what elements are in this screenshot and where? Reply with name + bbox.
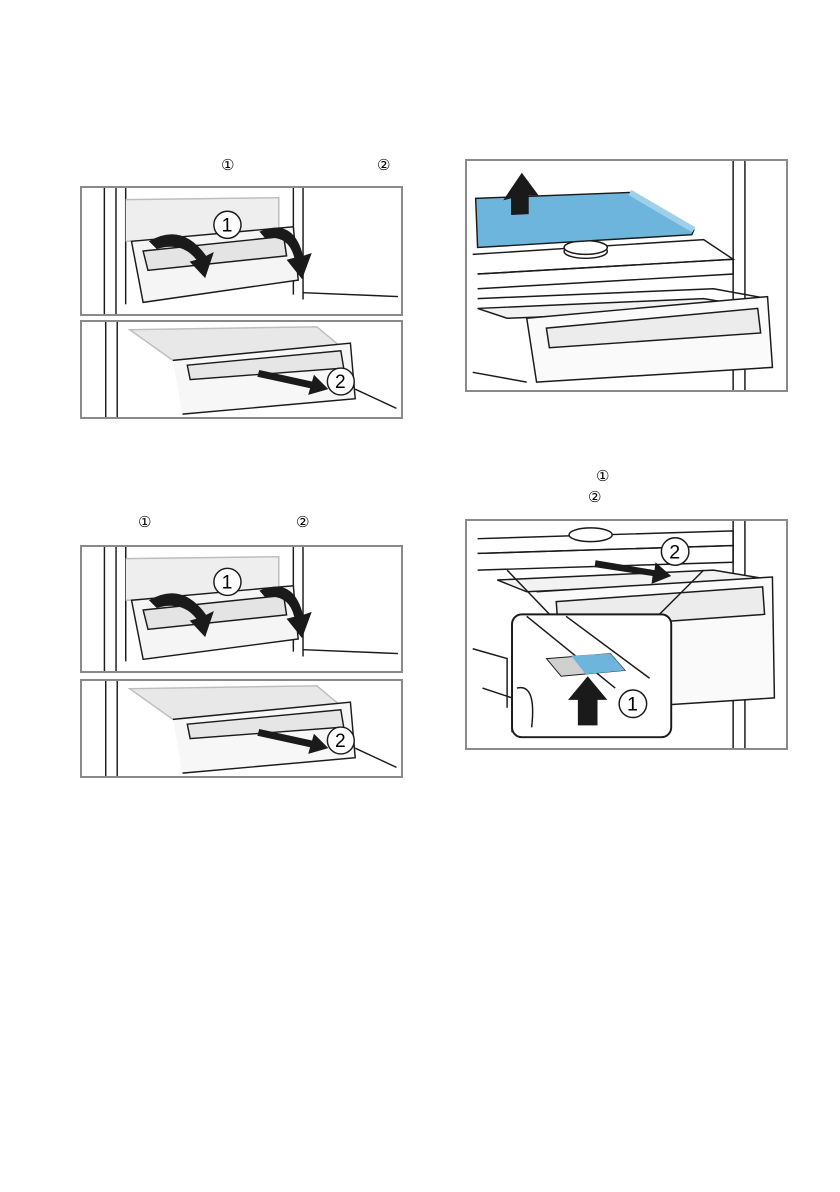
drawer-pull-illustration: 2 [82,681,401,776]
callout-number: 1 [222,572,233,594]
drawer-fold-illustration: 1 [82,188,401,314]
shelf-lift-illustration [467,161,786,390]
step-marker-1: ① [596,468,609,484]
figure-drawer-fold-bottom: 1 [80,545,403,673]
step-marker-2: ② [296,514,309,530]
callout-number: 1 [222,215,233,237]
glass-shelf [476,192,694,247]
step-marker-2: ② [377,157,390,173]
figure-drawer-fold-top: 1 [80,186,403,316]
figure-drawer-pull-top: 2 [80,320,403,419]
step-marker-2: ② [588,489,601,505]
latch-release-illustration: 2 1 [467,521,786,748]
figure-latch-release: 2 1 [465,519,788,750]
figure-drawer-pull-bottom: 2 [80,679,403,778]
drawer-fold-illustration: 1 [82,547,401,671]
figure-shelf-lift [465,159,788,392]
step-marker-1: ① [138,514,151,530]
drawer-pull-illustration: 2 [82,322,401,417]
callout-number: 2 [335,372,346,393]
callout-number: 1 [627,694,638,716]
callout-number: 2 [335,731,346,752]
step-marker-1: ① [221,157,234,173]
callout-number: 2 [669,541,680,563]
zoom-inset: 1 [512,614,671,737]
